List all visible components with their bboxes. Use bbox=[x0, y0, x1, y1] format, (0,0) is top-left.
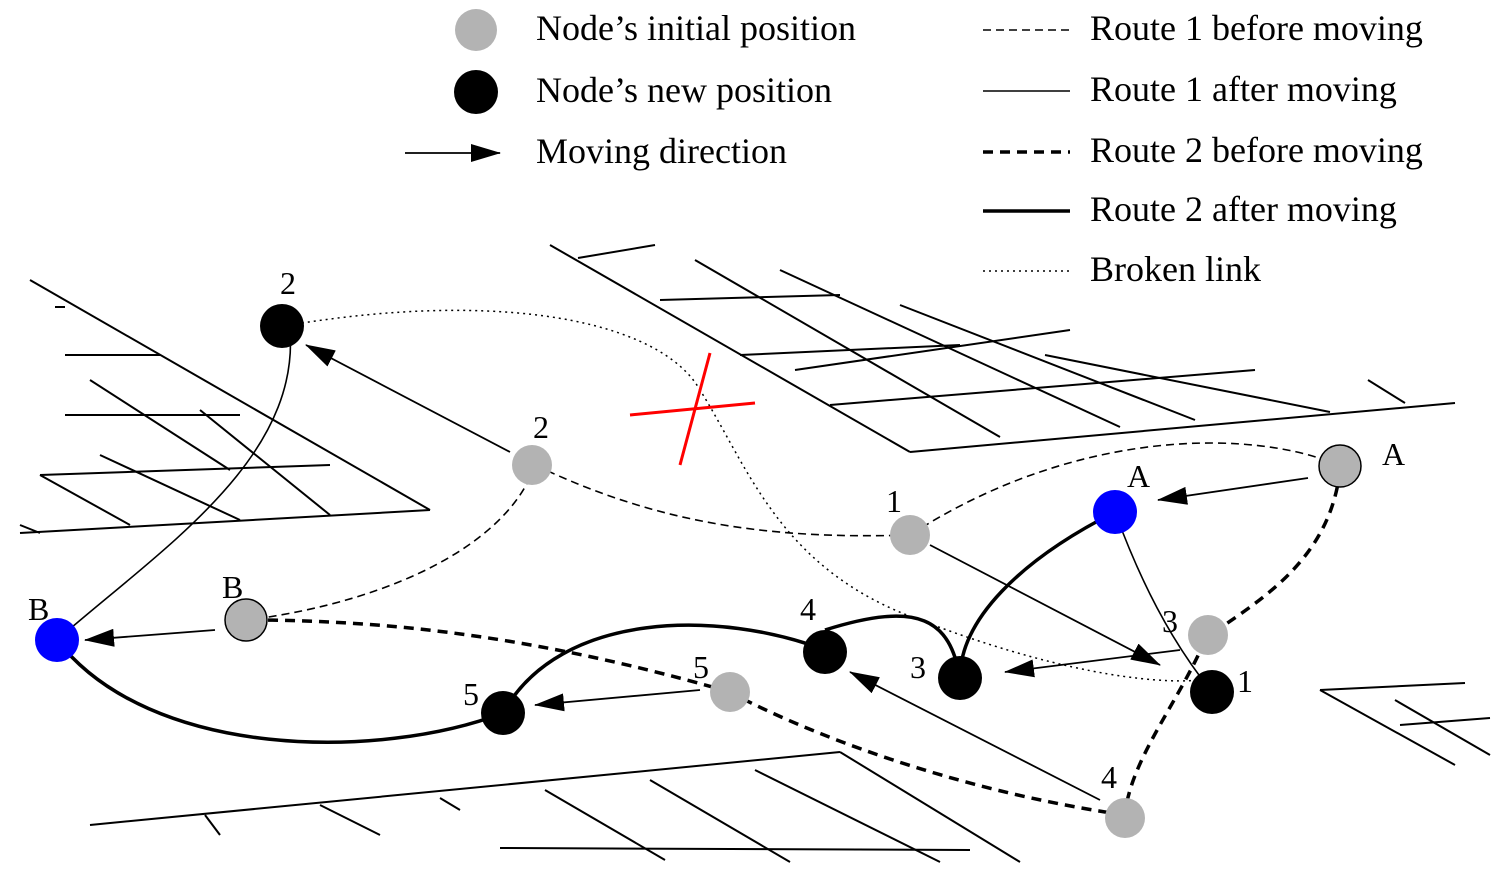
legend-initial-node-icon bbox=[455, 9, 497, 51]
route2-before-moving bbox=[247, 469, 1342, 817]
arrow-node-5 bbox=[534, 689, 701, 712]
legend-route1-before-label: Route 1 before moving bbox=[1090, 8, 1423, 48]
arrow-node-1 bbox=[929, 544, 1161, 666]
label-initial-2: 2 bbox=[533, 409, 549, 445]
route1-after-moving bbox=[56, 329, 1213, 693]
road-grid-bottom-right bbox=[1319, 682, 1491, 766]
label-new-1: 1 bbox=[1237, 663, 1253, 699]
legend-new-label: Node’s new position bbox=[536, 70, 832, 110]
label-initial-5: 5 bbox=[693, 649, 709, 685]
label-initial-b: B bbox=[222, 569, 243, 605]
legend-route2-after-label: Route 2 after moving bbox=[1090, 189, 1397, 229]
route1-before-moving bbox=[247, 442, 1341, 621]
arrow-node-2 bbox=[305, 344, 511, 453]
legend: Node’s initial position Node’s new posit… bbox=[405, 8, 1423, 289]
broken-link-line bbox=[289, 309, 1201, 682]
label-new-b: B bbox=[28, 591, 49, 627]
new-node-5 bbox=[481, 691, 525, 735]
arrow-node-a bbox=[1157, 477, 1309, 505]
node-labels: A A 1 2 2 B B 4 3 3 1 5 5 4 bbox=[28, 265, 1405, 795]
road-grid-top-right bbox=[549, 244, 1456, 453]
arrow-node-b bbox=[84, 628, 216, 647]
legend-route2-before-label: Route 2 before moving bbox=[1090, 130, 1423, 170]
label-new-a: A bbox=[1127, 458, 1150, 494]
label-initial-3: 3 bbox=[1162, 603, 1178, 639]
new-node-a bbox=[1093, 490, 1137, 534]
legend-route1-after-label: Route 1 after moving bbox=[1090, 69, 1397, 109]
arrow-node-4 bbox=[849, 671, 1101, 801]
initial-node-4 bbox=[1105, 798, 1145, 838]
initial-node-1 bbox=[890, 515, 930, 555]
label-initial-4: 4 bbox=[1101, 759, 1117, 795]
broken-link-x-icon bbox=[629, 352, 756, 466]
label-new-5: 5 bbox=[463, 676, 479, 712]
legend-new-node-icon bbox=[454, 70, 498, 114]
label-new-3: 3 bbox=[910, 649, 926, 685]
label-new-2: 2 bbox=[280, 265, 296, 301]
new-node-3 bbox=[938, 656, 982, 700]
label-initial-1: 1 bbox=[886, 483, 902, 519]
legend-broken-link-label: Broken link bbox=[1090, 249, 1261, 289]
route2-after-moving bbox=[55, 510, 1116, 744]
initial-node-2 bbox=[512, 445, 552, 485]
new-node-2 bbox=[260, 304, 304, 348]
new-node-4 bbox=[803, 630, 847, 674]
initial-node-3 bbox=[1188, 615, 1228, 655]
initial-node-5 bbox=[710, 672, 750, 712]
label-initial-a: A bbox=[1382, 436, 1405, 472]
initial-node-a bbox=[1318, 444, 1362, 488]
initial-node-b bbox=[224, 598, 268, 642]
road-grid-top-left bbox=[19, 279, 431, 534]
new-node-b bbox=[35, 618, 79, 662]
legend-initial-label: Node’s initial position bbox=[536, 8, 856, 48]
label-new-4: 4 bbox=[800, 591, 816, 627]
arrow-node-3 bbox=[1004, 649, 1181, 678]
new-node-1 bbox=[1190, 670, 1234, 714]
initial-nodes bbox=[224, 444, 1362, 838]
moving-arrows bbox=[84, 344, 1309, 801]
new-nodes bbox=[35, 304, 1234, 735]
road-grid-bottom bbox=[89, 751, 1021, 863]
legend-arrow-label: Moving direction bbox=[536, 131, 787, 171]
